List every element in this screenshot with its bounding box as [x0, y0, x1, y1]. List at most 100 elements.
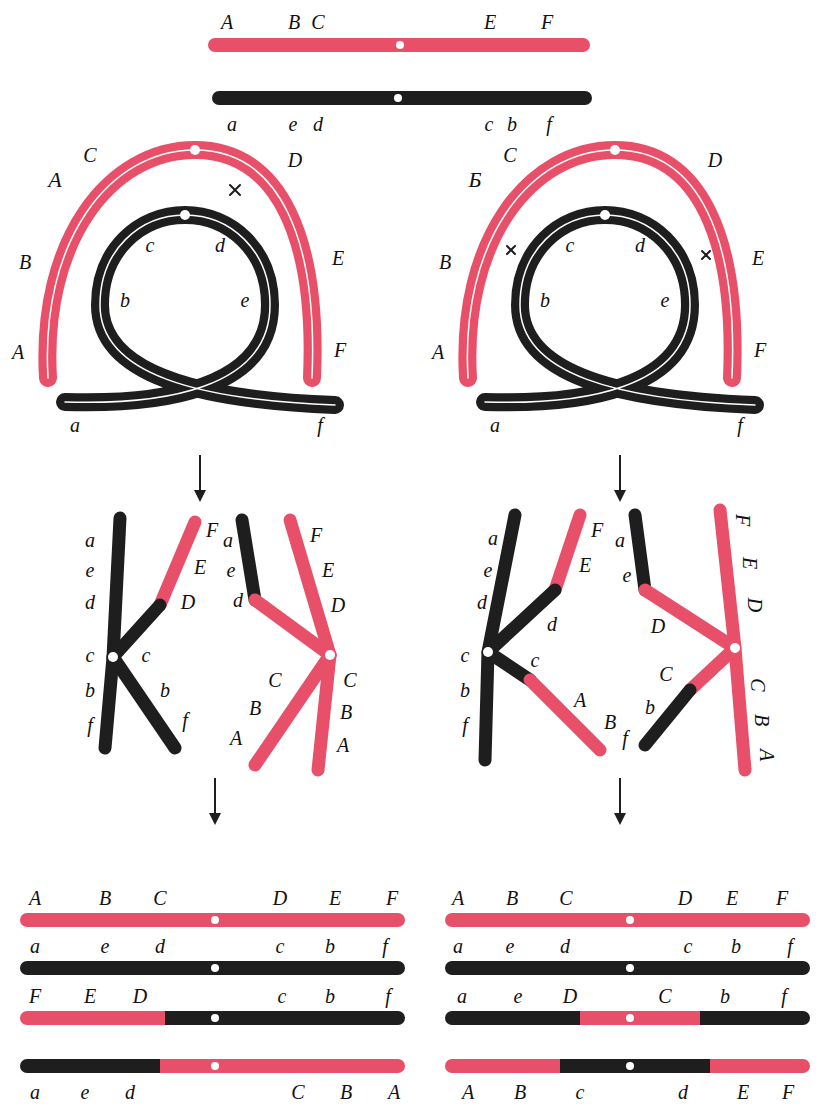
gene-label: B — [506, 888, 518, 908]
gene-label: f — [622, 728, 628, 748]
gene-label: F — [754, 340, 766, 360]
chromatid-gap — [47, 150, 312, 378]
gene-label: a — [85, 530, 95, 550]
gene-label: A — [12, 342, 24, 362]
centromere — [325, 650, 335, 660]
gene-label: a — [223, 530, 233, 550]
gene-label: F — [29, 986, 41, 1006]
gene-label: F — [206, 520, 218, 540]
gene-label: e — [81, 1082, 90, 1102]
gene-label: F — [733, 514, 753, 526]
gene-label: b — [325, 936, 335, 956]
gene-label: c — [86, 645, 95, 665]
chromosome — [208, 38, 590, 52]
gene-label: D — [181, 592, 195, 612]
gene-label: d — [313, 114, 323, 134]
gene-label: d — [155, 936, 165, 956]
centromere — [483, 647, 493, 657]
gene-label: d — [233, 590, 243, 610]
gene-label: B — [288, 12, 300, 32]
centromere — [730, 643, 740, 653]
gene-label: A — [452, 888, 464, 908]
gene-label: F — [541, 12, 553, 32]
product-chromosomes — [20, 913, 405, 1073]
gene-label: C — [503, 145, 516, 165]
gene-label: F — [310, 525, 322, 545]
gene-label: d — [215, 235, 225, 255]
gene-label: A — [757, 749, 777, 761]
gene-label: b — [645, 697, 655, 717]
crossover-mark — [507, 246, 515, 254]
gene-label: d — [635, 235, 645, 255]
gene-label: f — [317, 415, 323, 435]
gene-label: c — [276, 936, 285, 956]
gene-label: c — [684, 936, 693, 956]
gene-label: E — [737, 1082, 749, 1102]
gene-label: f — [382, 936, 388, 956]
gene-label: B — [99, 888, 111, 908]
gene-label: B — [19, 252, 31, 272]
gene-label: f — [546, 114, 552, 134]
crossover-mark — [230, 185, 240, 195]
gene-label: d — [125, 1082, 135, 1102]
gene-label: f — [385, 986, 391, 1006]
gene-label: B — [604, 712, 616, 732]
gene-label: C — [83, 145, 96, 165]
gene-label: E — [194, 557, 206, 577]
gene-label: C — [343, 670, 356, 690]
gene-label: c — [576, 1082, 585, 1102]
gene-label: b — [507, 114, 517, 134]
gene-label: F — [776, 888, 788, 908]
chromatid-gap — [467, 150, 732, 378]
centromere — [190, 145, 200, 155]
gene-label: D — [288, 150, 302, 170]
gene-label: C — [311, 12, 324, 32]
gene-label: e — [241, 290, 250, 310]
gene-label: A — [230, 728, 242, 748]
gene-label: f — [182, 710, 188, 730]
centromere — [394, 94, 402, 102]
gene-label: c — [142, 645, 151, 665]
panel-label: А — [48, 169, 61, 191]
gene-label: a — [30, 1082, 40, 1102]
gene-label: b — [160, 680, 170, 700]
gene-label: E — [332, 248, 344, 268]
gene-label: f — [781, 986, 787, 1006]
gene-label: B — [514, 1082, 526, 1102]
gene-label: E — [752, 248, 764, 268]
gene-label: c — [146, 235, 155, 255]
gene-label: a — [227, 114, 237, 134]
gene-label: a — [30, 936, 40, 956]
bivalent — [483, 510, 745, 770]
gene-label: b — [460, 680, 470, 700]
inversion-loop — [467, 145, 755, 405]
homologue-pair — [208, 38, 592, 105]
gene-label: a — [457, 986, 467, 1006]
gene-label: e — [86, 560, 95, 580]
gene-label: E — [84, 986, 96, 1006]
centromere — [108, 652, 118, 662]
gene-label: b — [85, 680, 95, 700]
gene-label: f — [462, 715, 468, 735]
gene-label: C — [559, 888, 572, 908]
gene-label: b — [540, 290, 550, 310]
gene-label: A — [221, 12, 233, 32]
gene-label: A — [462, 1082, 474, 1102]
gene-label: E — [740, 557, 760, 569]
gene-label: c — [531, 650, 540, 670]
gene-label: b — [120, 290, 130, 310]
gene-label: F — [334, 340, 346, 360]
gene-label: D — [651, 616, 665, 636]
centromere — [180, 210, 190, 220]
gene-label: f — [737, 415, 743, 435]
gene-label: f — [787, 936, 793, 956]
gene-label: D — [563, 986, 577, 1006]
gene-label: a — [453, 936, 463, 956]
gene-label: C — [153, 888, 166, 908]
gene-label: a — [615, 530, 625, 550]
arrow — [194, 455, 626, 825]
gene-label: E — [579, 555, 591, 575]
gene-label: B — [340, 1082, 352, 1102]
